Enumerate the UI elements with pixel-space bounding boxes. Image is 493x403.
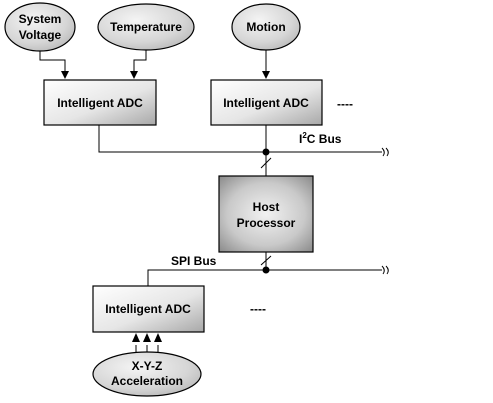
i2c-bus-line (98, 125, 382, 153)
source-acceleration-line1: X-Y-Z (132, 359, 163, 373)
i2c-bus-break (381, 147, 389, 157)
spi-bus-label: SPI Bus (171, 254, 217, 268)
arrow-accel-x (132, 333, 140, 342)
block-adc-bottom-label: Intelligent ADC (105, 302, 191, 316)
block-adc-right: Intelligent ADC (210, 79, 323, 126)
source-system-voltage-line2: Voltage (19, 28, 62, 42)
connector-voltage (39, 51, 66, 72)
arrow-motion (262, 71, 270, 79)
block-adc-left: Intelligent ADC (43, 79, 157, 126)
source-motion: Motion (231, 3, 301, 51)
source-temperature: Temperature (97, 3, 195, 51)
block-host-processor: Host Processor (218, 175, 314, 253)
source-acceleration: X-Y-Z Acceleration (92, 351, 202, 397)
source-system-voltage: System Voltage (4, 2, 76, 52)
block-adc-left-label: Intelligent ADC (57, 96, 143, 110)
i2c-bus-slash (260, 157, 272, 169)
continuation-bottom: ---- (250, 302, 266, 316)
block-adc-right-label: Intelligent ADC (223, 96, 309, 110)
acceleration-connectors (132, 333, 162, 354)
host-processor-line2: Processor (237, 216, 296, 230)
i2c-junction-dot (262, 148, 270, 156)
spi-bus-break (381, 265, 389, 275)
arrow-accel-y (143, 333, 151, 342)
i2c-bus-label: I2C Bus (299, 131, 342, 146)
continuation-top: ---- (337, 97, 353, 111)
spi-bus-line (147, 269, 382, 286)
source-system-voltage-line1: System (19, 12, 62, 26)
arrow-accel-z (154, 333, 162, 342)
spi-bus: SPI Bus (147, 252, 389, 286)
block-adc-bottom: Intelligent ADC (92, 285, 205, 333)
source-acceleration-line2: Acceleration (111, 374, 183, 388)
source-motion-label: Motion (246, 20, 285, 34)
arrow-voltage (61, 71, 69, 79)
i2c-bus: I2C Bus (98, 125, 389, 176)
spi-bus-slash (260, 255, 272, 266)
source-temperature-label: Temperature (110, 20, 182, 34)
connector-temperature (133, 50, 147, 72)
sensor-connectors (39, 50, 270, 79)
host-processor-line1: Host (253, 200, 280, 214)
arrow-temperature (130, 71, 138, 79)
